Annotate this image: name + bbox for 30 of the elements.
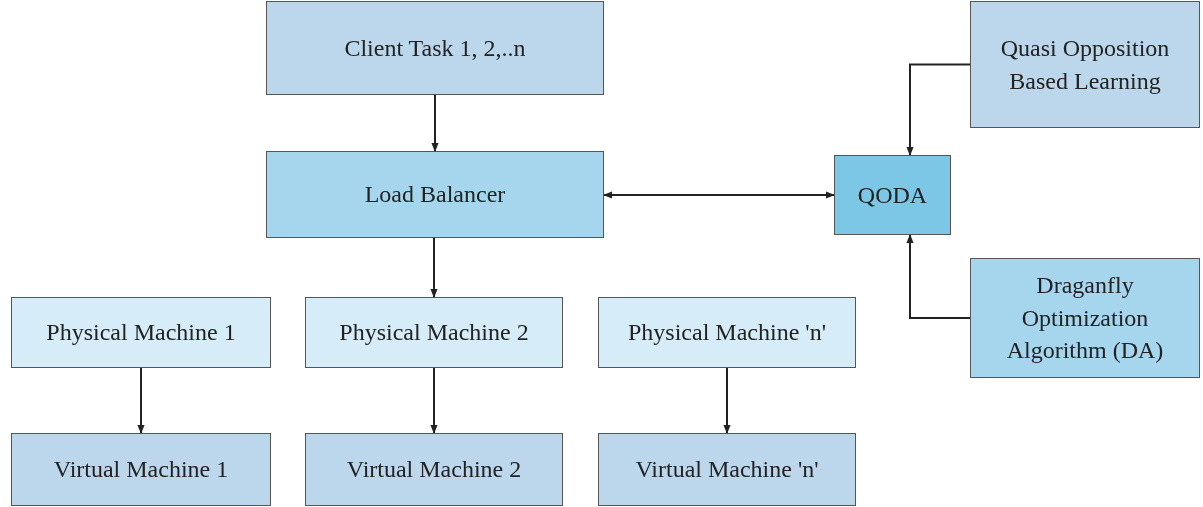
arrow <box>723 367 731 434</box>
box-label: Draganfly Optimization Algorithm (DA) <box>1005 271 1165 366</box>
process-box <box>266 151 604 238</box>
process-box <box>598 433 856 506</box>
process-box <box>11 433 271 506</box>
box-label: Physical Machine 2 <box>339 318 529 348</box>
box-label: Virtual Machine 'n' <box>635 455 819 485</box>
box-label: Virtual Machine 1 <box>53 455 229 485</box>
arrow <box>431 94 439 152</box>
box-label: Virtual Machine 2 <box>346 455 522 485</box>
process-box <box>305 297 563 368</box>
process-box <box>305 433 563 506</box>
arrow <box>430 367 438 434</box>
process-box <box>11 297 271 368</box>
arrow <box>137 367 145 434</box>
process-box <box>266 1 604 95</box>
arrow <box>603 191 835 199</box>
arrow <box>906 234 971 319</box>
box-label: Physical Machine 'n' <box>628 318 826 348</box>
process-box <box>970 1 1200 128</box>
process-box <box>834 155 951 235</box>
box-label: Physical Machine 1 <box>46 318 236 348</box>
box-label: Quasi Opposition Based Learning <box>999 34 1171 96</box>
arrow <box>430 237 438 298</box>
box-label: Client Task 1, 2,..n <box>344 33 526 63</box>
box-label: QODA <box>857 180 928 210</box>
process-box <box>970 258 1200 378</box>
box-label: Load Balancer <box>364 180 506 210</box>
arrow <box>906 63 971 156</box>
process-box <box>598 297 856 368</box>
